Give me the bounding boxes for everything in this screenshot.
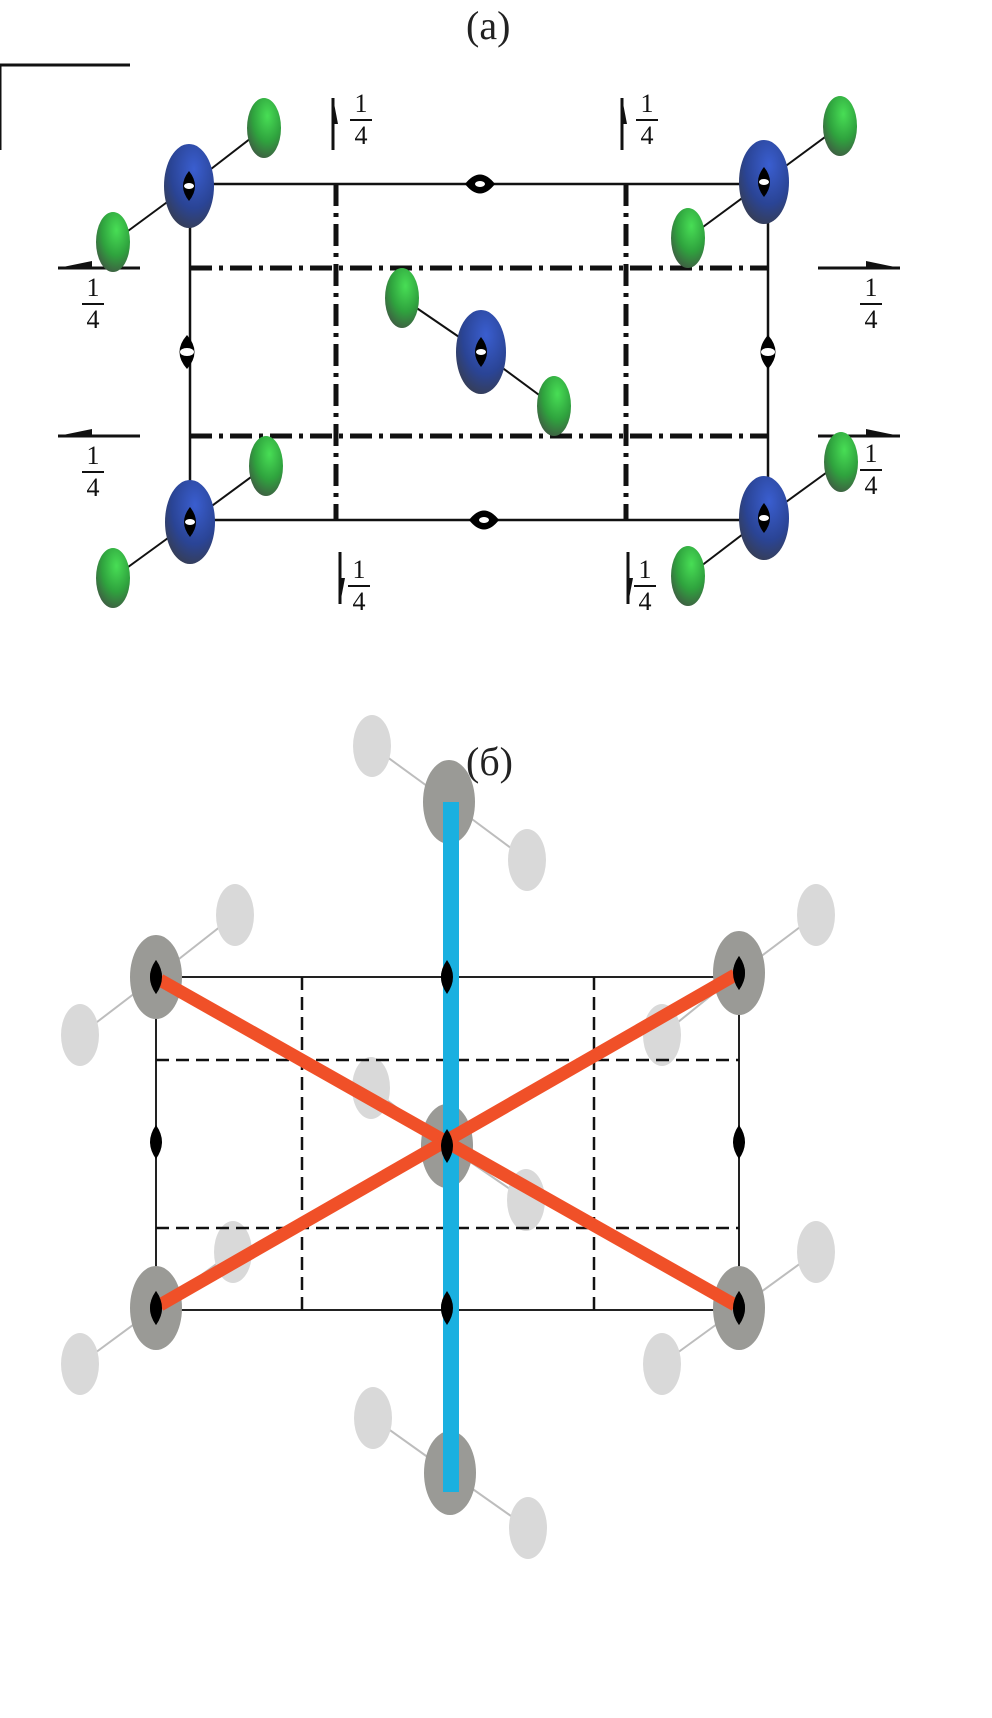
twofold-axis-center: [479, 517, 489, 523]
ligand-atom: [671, 546, 705, 606]
fraction-numerator: 1: [638, 555, 652, 584]
symmetry-marker: [733, 1291, 745, 1325]
symmetry-marker: [733, 956, 745, 990]
twofold-axis-center: [761, 348, 775, 356]
symmetry-marker: [150, 960, 162, 994]
twofold-axis-center: [180, 348, 194, 356]
fraction-numerator: 1: [86, 273, 100, 302]
molecule: [671, 432, 858, 606]
fraction-numerator: 1: [864, 273, 878, 302]
ligand-atom: [385, 268, 419, 328]
fraction-numerator: 1: [86, 441, 100, 470]
fraction-denominator: 4: [638, 587, 652, 616]
faded-ligand-atom: [216, 884, 254, 946]
screw-axis-arrowhead: [866, 429, 900, 436]
ligand-atom: [247, 98, 281, 158]
fraction-denominator: 4: [86, 305, 100, 334]
inversion-center-dot: [759, 179, 769, 185]
faded-ligand-atom: [354, 1387, 392, 1449]
screw-axis-arrowhead: [628, 578, 633, 604]
fraction-bar: [860, 469, 882, 471]
fraction-denominator: 4: [86, 473, 100, 502]
fraction-numerator: 1: [352, 555, 366, 584]
ligand-atom: [671, 208, 705, 268]
fraction-bar: [636, 119, 658, 121]
twofold-axis-left: [179, 335, 195, 369]
fraction-bar: [350, 119, 372, 121]
panel-a-label: (a): [466, 3, 511, 48]
faded-ligand-atom: [509, 1497, 547, 1559]
symmetry-marker: [150, 1291, 162, 1325]
faded-ligand-atom: [61, 1333, 99, 1395]
panel-b-diagram: [61, 715, 835, 1559]
symmetry-marker: [441, 1291, 453, 1325]
twofold-axis-center: [475, 181, 485, 187]
twofold-axis-bottom: [469, 510, 499, 530]
panel-b-label: (б): [466, 739, 513, 784]
screw-axis-arrowhead: [622, 98, 627, 124]
molecule: [671, 96, 857, 268]
inversion-center-dot: [184, 183, 194, 189]
faded-ligand-atom: [353, 715, 391, 777]
fraction-bar: [82, 471, 104, 473]
inversion-center-dot: [476, 349, 486, 355]
symmetry-marker: [441, 960, 453, 994]
ligand-atom: [96, 548, 130, 608]
fraction-denominator: 4: [354, 121, 368, 150]
faded-molecule: [643, 1221, 835, 1395]
fraction-denominator: 4: [864, 305, 878, 334]
ligand-atom: [824, 432, 858, 492]
inversion-center-dot: [759, 515, 769, 521]
fraction-denominator: 4: [352, 587, 366, 616]
symmetry-marker: [441, 1129, 453, 1163]
twofold-axis-top: [465, 174, 495, 194]
fraction-numerator: 1: [640, 89, 654, 118]
symmetry-marker: [733, 1125, 745, 1159]
ligand-atom: [96, 212, 130, 272]
faded-ligand-atom: [508, 829, 546, 891]
corner-bracket: [0, 63, 130, 150]
fraction-bar: [634, 585, 656, 587]
fraction-denominator: 4: [640, 121, 654, 150]
ligand-atom: [537, 376, 571, 436]
fraction-bar: [860, 303, 882, 305]
fraction-denominator: 4: [864, 471, 878, 500]
panel-a-diagram: [0, 63, 900, 608]
faded-molecule: [353, 715, 546, 891]
ligand-atom: [823, 96, 857, 156]
molecule: [96, 436, 283, 608]
screw-axis-arrowhead: [333, 98, 338, 124]
inversion-center-dot: [185, 519, 195, 525]
screw-axis-arrowhead: [340, 578, 345, 604]
twofold-axis-right: [760, 335, 776, 369]
symmetry-marker: [150, 1125, 162, 1159]
molecule: [385, 268, 571, 436]
screw-axis-arrowhead: [58, 261, 92, 268]
fraction-bar: [348, 585, 370, 587]
molecule: [96, 98, 281, 272]
screw-axis-arrowhead: [58, 429, 92, 436]
ligand-atom: [249, 436, 283, 496]
faded-ligand-atom: [797, 884, 835, 946]
faded-ligand-atom: [61, 1004, 99, 1066]
faded-ligand-atom: [643, 1333, 681, 1395]
faded-ligand-atom: [797, 1221, 835, 1283]
fraction-bar: [82, 303, 104, 305]
screw-axis-arrowhead: [866, 261, 900, 268]
fraction-numerator: 1: [864, 439, 878, 468]
fraction-numerator: 1: [354, 89, 368, 118]
